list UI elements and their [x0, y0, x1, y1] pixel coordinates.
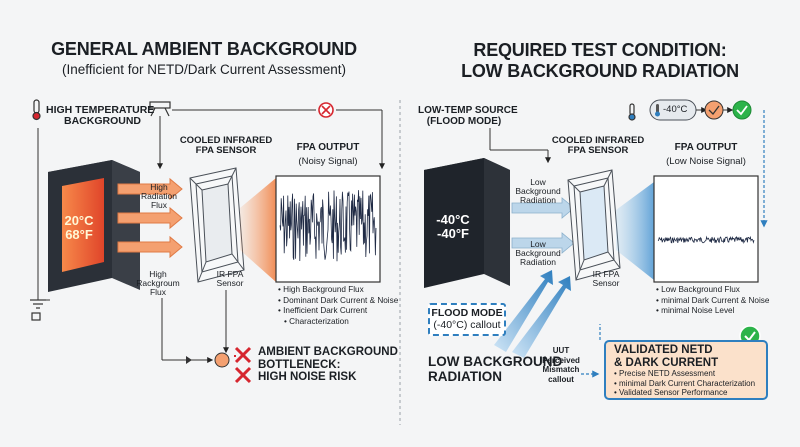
right-beam [616, 182, 654, 280]
low-noise-signal-trace [657, 235, 755, 244]
radiation-arrows-cold [511, 197, 575, 254]
right-bullets: Low Background Fluxminimal Dark Current … [656, 285, 769, 317]
junction-node [214, 352, 230, 368]
thermometer-icon-right [628, 103, 636, 121]
left-output-title: FPA OUTPUT [296, 142, 360, 153]
check-node [704, 100, 724, 120]
left-output-sub: (Noisy Signal) [298, 156, 358, 167]
low-noise-signal-box [653, 175, 759, 283]
left-bullets: High Background FluxDominant Dark Curren… [278, 285, 398, 327]
cold-source-cube [424, 158, 510, 288]
flood-callout-box [428, 303, 506, 336]
left-beam [240, 178, 276, 282]
radiation-arrows-hot [117, 177, 183, 259]
error-icon [318, 102, 334, 118]
validated-title: VALIDATED NETD& DARK CURRENT [614, 344, 719, 369]
lamp-icon [149, 101, 171, 117]
right-output-title: FPA OUTPUT [674, 142, 738, 153]
gauge-value: -40°C [663, 104, 688, 115]
flood-callout-label: FLOOD MODE(-40°C) callout [431, 307, 503, 331]
success-check-icon [732, 100, 752, 120]
temperature-gauge [649, 99, 697, 121]
cold-temp: -40°C-40°F [436, 212, 470, 241]
thermometer-icon [32, 99, 41, 121]
low-background-beams [494, 270, 571, 358]
bottleneck-x-icon [234, 346, 252, 384]
cold-source-label: LOW-TEMP SOURCE(FLOOD MODE) [418, 105, 518, 127]
right-output-sub: (Low Noise Signal) [666, 156, 746, 167]
ground-icon [30, 299, 46, 321]
noisy-signal-trace [279, 190, 377, 262]
left-subtitle: (Inefficient for NETD/Dark Current Asses… [61, 62, 347, 77]
left-title: GENERAL AMBIENT BACKGROUND [51, 39, 357, 59]
right-title: REQUIRED TEST CONDITION:LOW BACKGROUND R… [461, 40, 739, 81]
validated-bullets: Precise NETD Assessmentminimal Dark Curr… [614, 369, 755, 398]
right-fpa-sensor [567, 169, 621, 281]
left-fpa-sensor [189, 167, 245, 283]
